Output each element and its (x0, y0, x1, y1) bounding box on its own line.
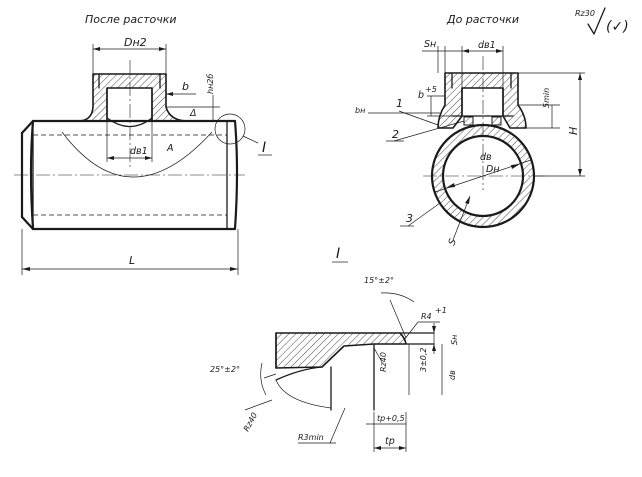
view-before-title: До расточки (446, 13, 519, 26)
detail-sn-label: Sн (450, 335, 459, 345)
detail-wall-section (275, 332, 407, 369)
roughness-check: (✓) (606, 19, 629, 35)
view-after-title: После расточки (85, 13, 177, 26)
dim-dv1-arrow-left (107, 156, 114, 160)
dim-dv-label: dв (480, 152, 492, 163)
dim-dv1-mark: A (166, 143, 174, 154)
detail-lr-label: tр (385, 436, 395, 447)
dim-l-arrow-left (22, 267, 30, 271)
view-after-boring: После расточки Dн2 b hн (14, 13, 272, 275)
pipe-outline (29, 119, 239, 231)
dim-dn2-arrow-right (159, 47, 166, 51)
dim-hn2b-label: hн2б (206, 74, 215, 94)
dim-b-arrow (166, 92, 173, 96)
dim-bn-label: bн (355, 106, 365, 115)
callout-2-leader (393, 120, 465, 142)
detail-view: I 15°±2° R4 +1 Sн 3±0,2 dв Rz40 (210, 246, 459, 452)
detail-circle (214, 113, 246, 145)
dim-dv1b-label: dв1 (478, 40, 496, 51)
detail-marker-label: I (262, 140, 266, 156)
weld-spot-right (491, 116, 502, 126)
detail-r3min-label: R3min (298, 433, 324, 442)
detail-r4-label: R4 (421, 312, 432, 321)
dim-s-arrow (465, 196, 470, 204)
detail-sn-arrow-bottom (432, 344, 436, 351)
detail-rz40-inner-leader (373, 347, 383, 363)
detail-r3min-leader (329, 407, 346, 444)
callout-1-label: 1 (396, 97, 403, 110)
callout-3-label: 3 (406, 212, 413, 225)
bore-intersection-curve (61, 131, 213, 178)
detail-angle-top-label: 15°±2° (364, 276, 394, 285)
detail-lr-tol-label: tр+0,5 (377, 414, 405, 423)
detail-angle-top-arc (380, 292, 415, 303)
dim-dv1-arrow-right (145, 156, 152, 160)
detail-view-marker: I (336, 246, 340, 262)
callout-1-leader (398, 110, 439, 126)
detail-lr-arrow-right (399, 446, 406, 450)
pipe-left-chamfer-top (20, 119, 35, 135)
boss-section (77, 73, 189, 122)
detail-rz40-inner-label: Rz40 (379, 352, 388, 372)
dim-dv1b-arrow-left (462, 49, 469, 53)
dim-dn-label: Dн (486, 164, 500, 175)
dim-h-arrow-top (578, 73, 582, 80)
detail-r4-leader (403, 321, 419, 341)
dim-5min-label: 5min (542, 88, 551, 108)
detail-3-label: 3±0,2 (419, 347, 428, 372)
detail-lower-curve (275, 379, 332, 409)
detail-angle-top-ref (389, 299, 407, 339)
roughness-value: Rz30 (575, 9, 595, 18)
callout-2-label: 2 (392, 128, 399, 141)
dim-h-label: H (567, 127, 580, 135)
detail-bore-curve (275, 366, 323, 381)
detail-leader (242, 135, 259, 144)
weld-spot-left (463, 116, 474, 126)
detail-rz40-left-leader (244, 399, 273, 411)
dim-b-label: b (182, 80, 189, 93)
dim-bb-label: b (418, 90, 424, 101)
dim-dn2-label: Dн2 (124, 36, 147, 49)
dim-dv1b-arrow-right (496, 49, 503, 53)
boss-bore-intersection (106, 117, 153, 128)
dim-l-label: L (129, 254, 135, 267)
dim-s-label: S (447, 237, 459, 247)
detail-lr-arrow-left (374, 446, 381, 450)
view-before-boring: До расточки Sн dв1 (355, 13, 585, 247)
roughness-check-mark (587, 7, 606, 35)
dim-dn2-arrow-left (93, 47, 100, 51)
dim-bb-tol: +5 (425, 85, 437, 94)
dim-dv1-label: dв1 (130, 146, 148, 157)
detail-rz40-left-label: Rz40 (242, 411, 259, 433)
pipe-diameter-arrow-right (511, 164, 520, 169)
roughness-symbol: Rz30 (✓) (575, 7, 629, 35)
detail-r4-tol: +1 (435, 306, 447, 315)
dim-hn2b-mark: Δ (189, 108, 197, 119)
tee-boss-section (437, 72, 527, 129)
callout-3-leader (407, 202, 441, 227)
detail-angle-left-arc (260, 362, 267, 396)
pipe-left-chamfer-bottom (20, 215, 35, 231)
detail-angle-left-ref (263, 373, 277, 379)
dim-l-arrow-right (230, 267, 238, 271)
dim-sn-label: Sн (424, 39, 436, 50)
dim-h-arrow-bottom (578, 169, 582, 176)
detail-dv-label: dв (448, 370, 457, 380)
detail-sn-arrow-top (432, 326, 436, 333)
detail-angle-left-label: 25°±2° (210, 365, 240, 374)
pipe-diameter-arrow-left (446, 183, 455, 188)
